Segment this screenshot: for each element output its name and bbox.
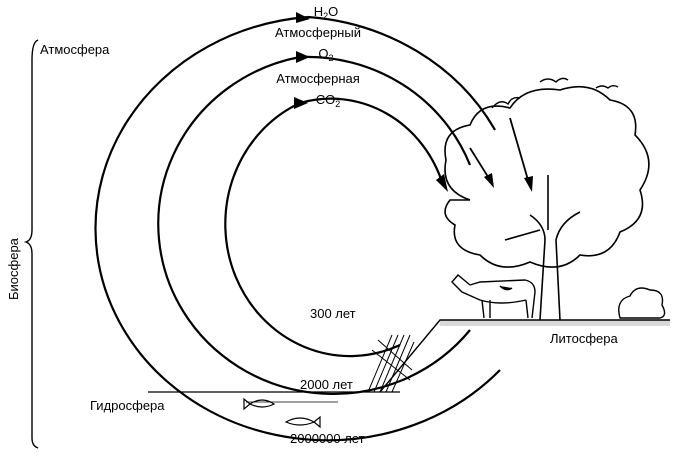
land-surface [379,319,670,393]
co2-cycle-arc-top [299,97,445,186]
atm-co2-prefix: Атмосферная [276,71,360,86]
shore-hatching [367,334,415,393]
bird [491,96,521,109]
oxygen-formula: O2 [318,46,334,63]
oxygen-arrow-head [296,51,310,63]
water-arrow-head [296,12,310,23]
water-cycle-time: 2000000 лет [290,431,365,446]
oxygen-cycle-time: 2000 лет [300,377,353,392]
atm-oxygen-prefix: Атмосферный [275,25,361,40]
fish [284,415,321,429]
cow [451,274,536,319]
bird [539,77,569,83]
atmosphere-label: Атмосфера [40,42,110,57]
bush [618,287,666,319]
tree [444,85,650,321]
fish [243,397,276,411]
water-cycle-arc [94,15,501,442]
oxygen-cycle-arc [157,55,471,395]
hydrosphere-label: Гидросфера [90,398,165,413]
bird [595,85,619,89]
co2-cycle-time: 300 лет [310,306,356,321]
co2-formula: CO2 [315,92,341,109]
water-formula: H2O [313,4,339,21]
biosphere-label: Биосфера [6,238,21,300]
co2-cycle-arc [224,102,401,358]
biosphere-brace [23,39,39,449]
co2-arrow-head [294,97,308,109]
co2-arrow-to-tree [436,174,448,192]
lithosphere-label: Литосфера [550,331,618,346]
oxygen-cycle-arc-top [299,55,472,166]
water-cycle-arc-top [307,15,496,131]
